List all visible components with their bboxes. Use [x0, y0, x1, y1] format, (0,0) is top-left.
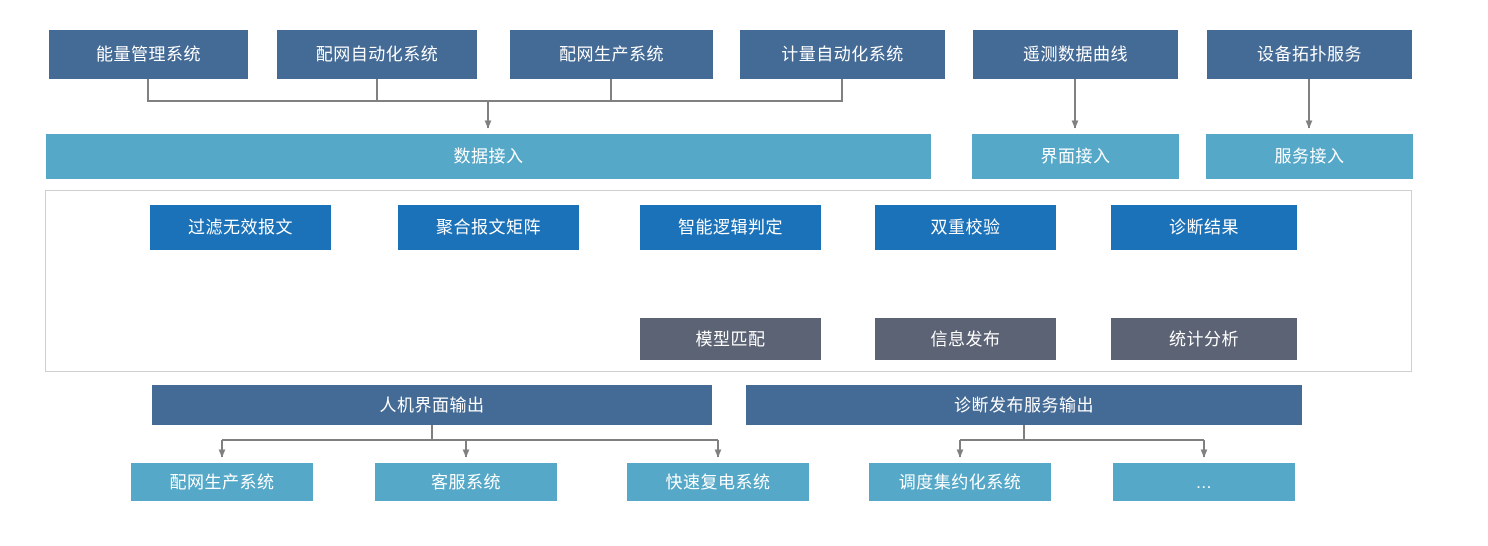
output-node-label: 人机界面输出: [379, 395, 485, 415]
pipeline-node-dual-verification[interactable]: 双重校验: [875, 205, 1056, 250]
pipeline-node-diagnosis-result[interactable]: 诊断结果: [1111, 205, 1297, 250]
consumer-node-dispatch-intensive[interactable]: 调度集约化系统: [869, 463, 1051, 501]
access-node-label: 数据接入: [453, 147, 524, 166]
pipeline-node-intelligent-logic-decision[interactable]: 智能逻辑判定: [640, 205, 821, 250]
consumer-node-label: 调度集约化系统: [898, 472, 1022, 492]
consumer-node-label: 客服系统: [431, 472, 501, 492]
access-node-data[interactable]: 数据接入: [46, 134, 931, 179]
source-node-label: 能量管理系统: [96, 45, 201, 64]
source-node-label: 设备拓扑服务: [1257, 45, 1362, 64]
consumer-node-label: 配网生产系统: [169, 472, 275, 492]
pipeline-node-label: 聚合报文矩阵: [436, 218, 541, 237]
secondary-node-model-matching[interactable]: 模型匹配: [640, 318, 821, 360]
source-node-label: 配网自动化系统: [315, 45, 439, 64]
connector-sources-to-data-access: [147, 79, 843, 129]
secondary-node-information-publishing[interactable]: 信息发布: [875, 318, 1056, 360]
secondary-node-label: 信息发布: [930, 329, 1001, 349]
source-node-label: 计量自动化系统: [781, 45, 904, 64]
consumer-node-label: ...: [1196, 472, 1212, 492]
pipeline-node-label: 智能逻辑判定: [678, 218, 783, 237]
output-node-label: 诊断发布服务输出: [954, 395, 1094, 415]
connector-service-output-to-consumers: [956, 425, 1208, 458]
secondary-node-label: 统计分析: [1169, 329, 1239, 349]
consumer-node-distribution-production[interactable]: 配网生产系统: [131, 463, 313, 501]
pipeline-node-label: 双重校验: [930, 218, 1001, 237]
pipeline-node-label: 诊断结果: [1169, 218, 1239, 237]
consumer-node-more[interactable]: ...: [1113, 463, 1295, 501]
connector-hmi-output-to-consumers: [218, 425, 722, 458]
output-node-diagnosis-publishing-service[interactable]: 诊断发布服务输出: [746, 385, 1302, 425]
source-node-telemetry-curve[interactable]: 遥测数据曲线: [973, 30, 1178, 79]
access-node-label: 服务接入: [1274, 147, 1345, 166]
source-node-distribution-automation[interactable]: 配网自动化系统: [277, 30, 477, 79]
access-node-service[interactable]: 服务接入: [1206, 134, 1413, 179]
output-node-hmi[interactable]: 人机界面输出: [152, 385, 712, 425]
pipeline-node-aggregate-message-matrix[interactable]: 聚合报文矩阵: [398, 205, 579, 250]
source-node-label: 遥测数据曲线: [1023, 45, 1128, 64]
secondary-node-label: 模型匹配: [695, 329, 766, 349]
pipeline-node-filter-invalid-messages[interactable]: 过滤无效报文: [150, 205, 331, 250]
pipeline-node-label: 过滤无效报文: [188, 218, 293, 237]
access-node-ui[interactable]: 界面接入: [972, 134, 1179, 179]
consumer-node-label: 快速复电系统: [665, 472, 771, 492]
secondary-node-statistical-analysis[interactable]: 统计分析: [1111, 318, 1297, 360]
source-node-label: 配网生产系统: [559, 45, 664, 64]
access-node-label: 界面接入: [1040, 147, 1111, 166]
source-node-distribution-production[interactable]: 配网生产系统: [510, 30, 713, 79]
source-node-energy-management[interactable]: 能量管理系统: [49, 30, 248, 79]
consumer-node-customer-service[interactable]: 客服系统: [375, 463, 557, 501]
consumer-node-fast-power-restoration[interactable]: 快速复电系统: [627, 463, 809, 501]
source-node-device-topology-service[interactable]: 设备拓扑服务: [1207, 30, 1412, 79]
source-node-metering-automation[interactable]: 计量自动化系统: [740, 30, 945, 79]
